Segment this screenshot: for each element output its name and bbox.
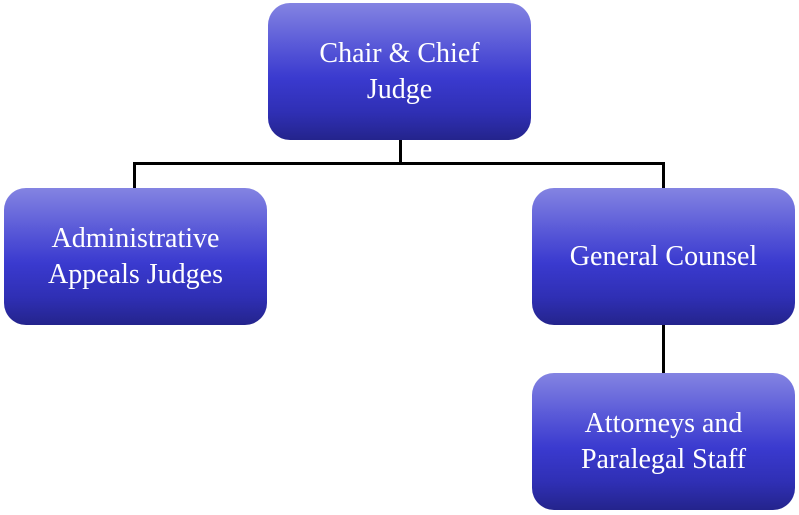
node-chair-chief-judge: Chair & Chief Judge <box>268 3 531 140</box>
node-label: Administrative Appeals Judges <box>48 222 223 290</box>
node-label: General Counsel <box>569 240 758 272</box>
connector-to-counsel <box>662 162 665 189</box>
node-general-counsel: General Counsel <box>532 188 795 325</box>
connector-counsel-to-staff <box>662 325 665 374</box>
connector-chair-down <box>399 140 402 165</box>
node-label: Chair & Chief Judge <box>319 37 480 105</box>
connector-to-judges <box>133 162 136 189</box>
node-attorneys-paralegal-staff: Attorneys and Paralegal Staff <box>532 373 795 510</box>
node-administrative-appeals-judges: Administrative Appeals Judges <box>4 188 267 325</box>
node-label: Attorneys and Paralegal Staff <box>580 407 747 475</box>
connector-horizontal <box>133 162 665 165</box>
